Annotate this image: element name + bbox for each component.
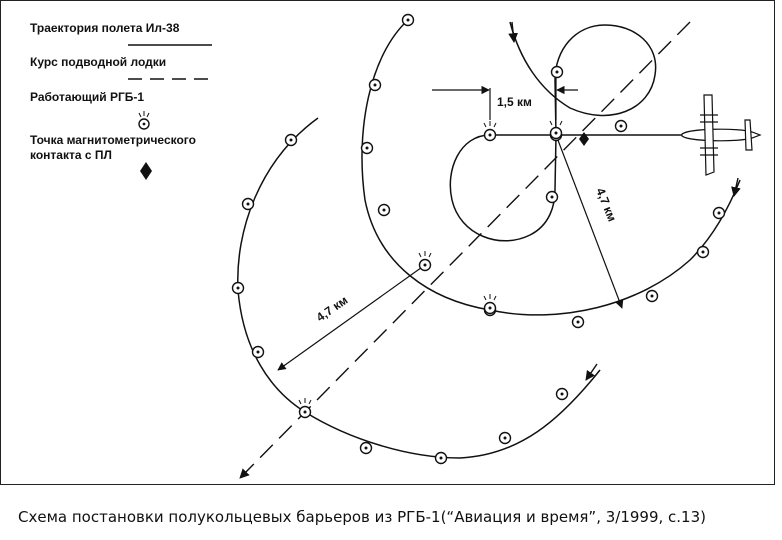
buoy-icon [401,13,415,27]
radius-outer-label: 4,7 км [593,186,619,224]
distance-radius-left: 4,7 км [277,264,426,371]
legend-flight-path-label: Траектория полета Ил-38 [30,21,180,35]
active-buoy-icon [418,251,432,272]
active-buoy-icon [549,119,563,140]
aircraft-icon [681,94,762,176]
buoy-icon [696,245,710,259]
buoy-icon [377,203,391,217]
flight-direction-arrows [508,21,741,381]
active-buoys [298,119,563,419]
buoy-icon [434,451,448,465]
legend: Траектория полета Ил-38 Курс подводной л… [30,21,212,180]
figure-caption: Схема постановки полукольцевых барьеров … [18,508,707,526]
legend-contact-diamond-icon [140,162,152,180]
buoy-icon [614,119,628,133]
radius-left-arrow [277,264,426,371]
buoy-icon [545,190,559,204]
buoy-icon [571,315,585,329]
spacing-label: 1,5 км [497,95,532,109]
active-buoy-icon [298,398,312,419]
buoy-icon [712,206,726,220]
diagram-frame [0,0,775,485]
arrow-icon [585,363,598,381]
flight-path-mid-loop [449,134,557,242]
radius-outer-arrow [555,134,624,309]
buoy-icon [550,65,564,79]
radius-left-label: 4,7 км [314,293,351,325]
contact-diamond-icon [579,132,589,146]
distance-radius-outer: 4,7 км [555,134,624,309]
buoy-icon [555,387,569,401]
active-buoy-icon [483,121,497,142]
active-buoy-icon [483,294,497,315]
buoy-icon [284,133,298,147]
buoy-icon [241,197,255,211]
legend-contact-label-2: контакта с ПЛ [30,148,112,162]
distance-spacing: 1,5 км [432,72,578,120]
arrow-icon [731,177,741,197]
buoys [231,13,726,465]
legend-contact-label-1: Точка магнитометрического [30,133,196,147]
buoy-icon [645,289,659,303]
buoy-icon [231,281,245,295]
buoy-icon [359,441,373,455]
legend-buoy-icon [138,111,150,130]
flight-path [237,19,741,459]
buoy-icon [251,345,265,359]
legend-buoy-label: Работающий РГБ-1 [30,90,144,104]
buoy-icon [360,141,374,155]
barrier-diagram: Траектория полета Ил-38 Курс подводной л… [30,13,762,479]
flight-path-inner-ring [361,19,741,316]
buoy-icon [498,431,512,445]
buoy-icon [368,78,382,92]
flight-path-top-loop [509,21,657,136]
arrow-icon [508,21,518,43]
legend-sub-course-label: Курс подводной лодки [30,55,166,69]
